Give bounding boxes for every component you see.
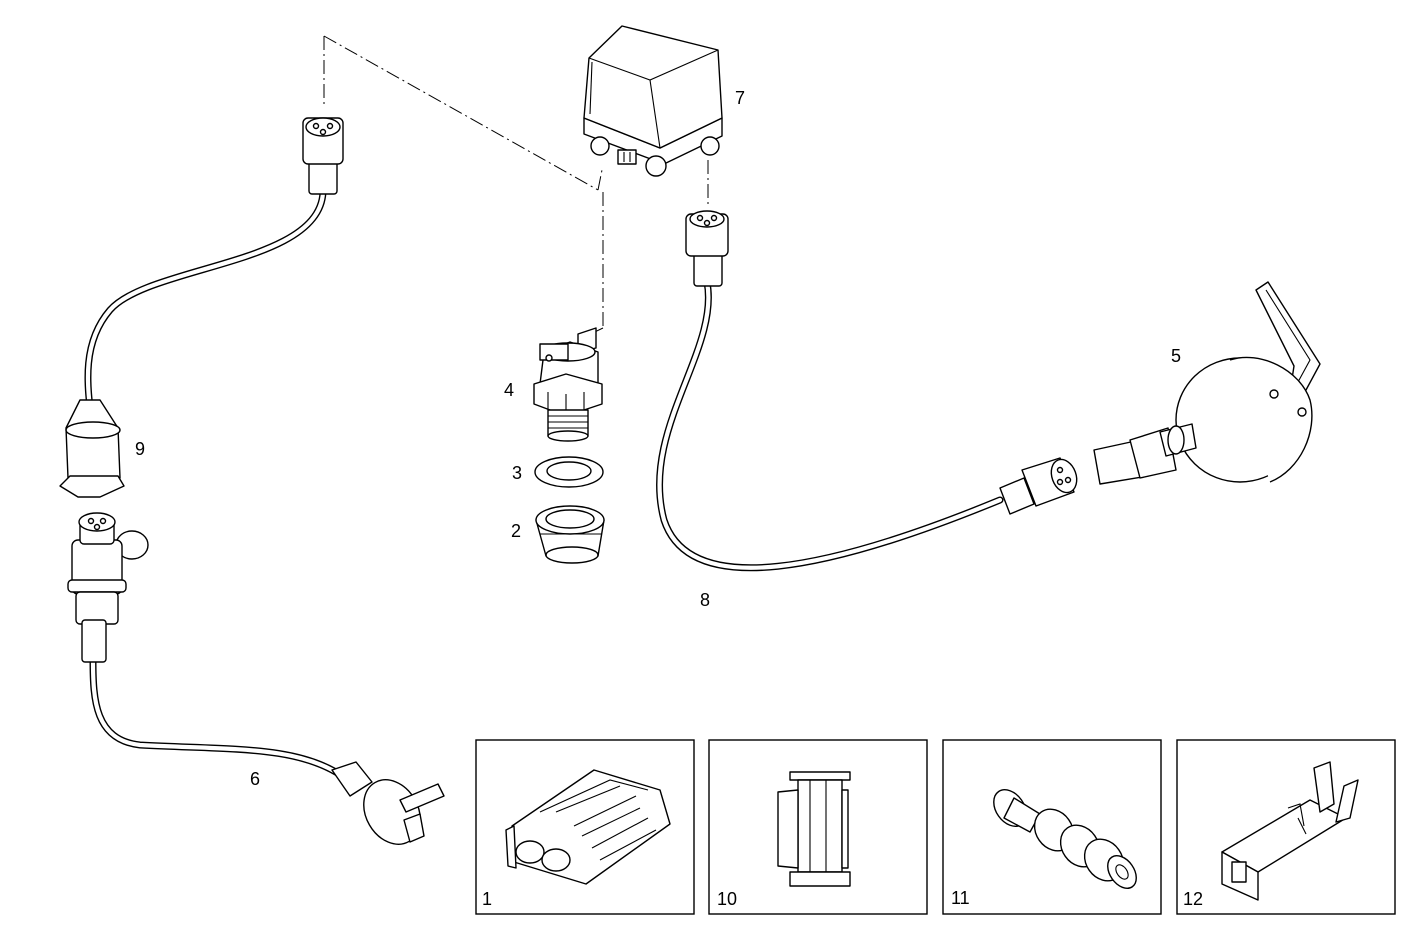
detail-box-11[interactable]: [942, 739, 1162, 915]
cable-6[interactable]: [67, 512, 445, 854]
relay-7[interactable]: [583, 25, 723, 177]
callout-4: 4: [504, 380, 514, 400]
washer-3[interactable]: [534, 456, 604, 488]
callout-9: 9: [135, 439, 145, 459]
detail-box-1[interactable]: [475, 739, 695, 915]
cable-8[interactable]: [656, 210, 1081, 572]
callout-1: 1: [482, 889, 492, 909]
detail-box-10[interactable]: [708, 739, 928, 915]
cable-9[interactable]: [59, 117, 344, 498]
callout-6: 6: [250, 769, 260, 789]
callout-12: 12: [1183, 889, 1203, 909]
callout-labels: 1 2 3 4 5 6 7 8 9 10 11 12: [135, 88, 1203, 909]
callout-3: 3: [512, 463, 522, 483]
callout-5: 5: [1171, 346, 1181, 366]
callout-7: 7: [735, 88, 745, 108]
detail-box-12[interactable]: [1176, 739, 1396, 915]
callout-11: 11: [951, 888, 970, 908]
actuator-5[interactable]: [1093, 281, 1321, 485]
callout-10: 10: [717, 889, 737, 909]
adapter-nut-2[interactable]: [535, 505, 605, 564]
callout-8: 8: [700, 590, 710, 610]
callout-2: 2: [511, 521, 521, 541]
sensor-4[interactable]: [533, 327, 603, 442]
